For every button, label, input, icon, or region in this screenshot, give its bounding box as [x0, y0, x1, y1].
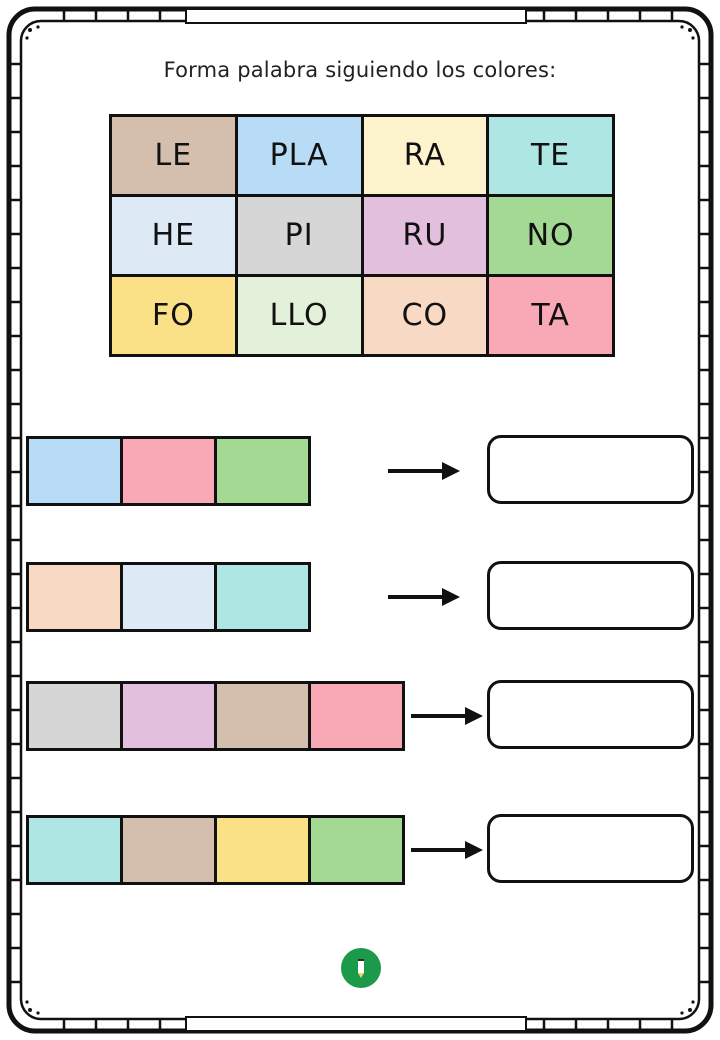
color-swatch — [123, 439, 214, 503]
color-swatch — [123, 818, 214, 882]
color-sequence-strip — [26, 436, 311, 506]
syllable-cell: FO — [112, 277, 235, 354]
color-swatch — [217, 818, 308, 882]
color-swatch — [29, 684, 120, 748]
syllable-cell: TA — [489, 277, 612, 354]
color-swatch — [311, 818, 402, 882]
color-swatch — [29, 818, 120, 882]
syllable-cell: NO — [489, 197, 612, 274]
color-swatch — [29, 565, 120, 629]
syllable-cell: RU — [363, 197, 487, 274]
color-sequence-strip — [26, 681, 405, 751]
syllable-cell: PLA — [237, 117, 361, 194]
color-sequence-strip — [26, 562, 311, 632]
arrow-right-icon — [388, 462, 460, 480]
color-swatch — [217, 565, 308, 629]
syllable-cell: CO — [363, 277, 487, 354]
answer-box[interactable] — [487, 561, 694, 630]
color-swatch — [29, 439, 120, 503]
syllable-cell: LLO — [237, 277, 361, 354]
arrow-right-icon — [411, 841, 483, 859]
arrow-right-icon — [411, 707, 483, 725]
syllable-cell: RA — [363, 117, 487, 194]
color-swatch — [123, 684, 214, 748]
arrow-right-icon — [388, 588, 460, 606]
answer-box[interactable] — [487, 435, 694, 504]
syllable-cell: LE — [112, 117, 235, 194]
syllable-cell: HE — [112, 197, 235, 274]
answer-box[interactable] — [487, 814, 694, 883]
syllable-cell: TE — [489, 117, 612, 194]
color-sequence-strip — [26, 815, 405, 885]
color-swatch — [123, 565, 214, 629]
color-swatch — [217, 684, 308, 748]
syllable-cell: PI — [237, 197, 361, 274]
pencil-logo-icon — [341, 948, 381, 988]
instruction-text: Forma palabra siguiendo los colores: — [163, 58, 557, 82]
color-swatch — [311, 684, 402, 748]
color-swatch — [217, 439, 308, 503]
answer-box[interactable] — [487, 680, 694, 749]
